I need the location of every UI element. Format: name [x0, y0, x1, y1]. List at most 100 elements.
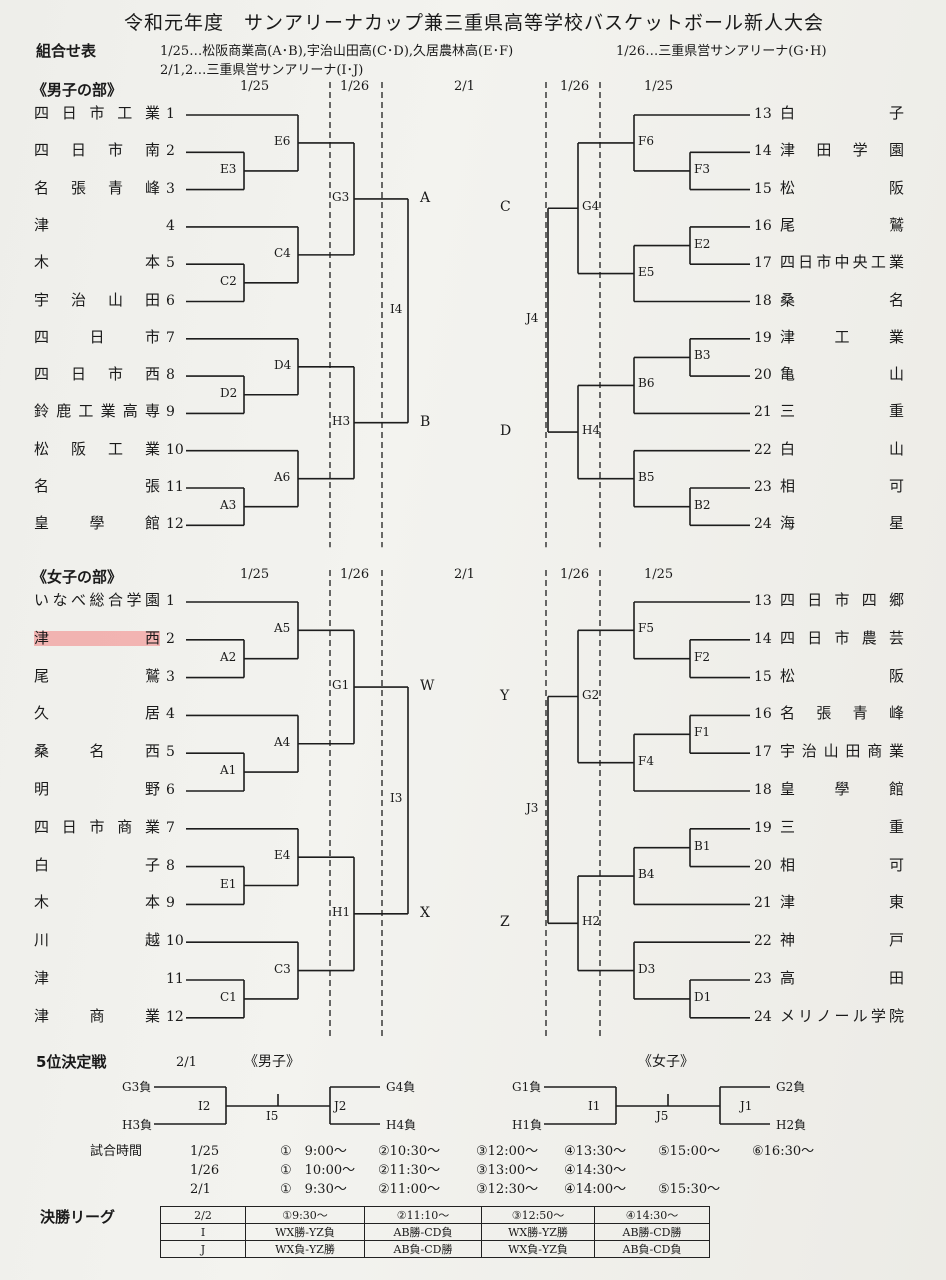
boys-left-team-num: 2 [166, 143, 175, 160]
boys-right-r2-label: F6 [638, 133, 654, 148]
boys-final-slot: A [420, 189, 431, 206]
girls-right-team: メリノール学院 [780, 1006, 904, 1025]
schedule-time: ③13:00～ [476, 1163, 539, 1178]
girls-left-team: 白子 [34, 855, 160, 874]
girls-left-team: いなべ総合学園 [34, 591, 160, 609]
girls-right-team-num: 21 [754, 895, 772, 912]
girls-left-team: 川越 [34, 931, 160, 950]
girls-left-team-num: 9 [166, 895, 175, 912]
girls-left-team: 久居 [34, 704, 160, 723]
boys-right-r1-label: B2 [694, 497, 711, 512]
boys-right-team-num: 17 [754, 255, 772, 272]
girls-date-4: 1/25 [644, 567, 674, 582]
boys-left-team: 皇學館 [34, 514, 160, 533]
girls-right-team: 名張青峰 [780, 704, 904, 723]
league-cell: WX負-YZ負 [481, 1240, 595, 1258]
boys-right-r4-label: J4 [526, 311, 539, 326]
girls-left-team-num: 12 [166, 1008, 184, 1025]
girls-left-team: 津 [34, 969, 50, 987]
schedule-time: ① 9:30～ [280, 1182, 347, 1197]
girls-right-team-num: 22 [754, 933, 772, 950]
girls-right-team-num: 16 [754, 706, 772, 723]
venue-line-1: 1/25…松阪商業高(A･B),宇治山田高(C･D),久居農林高(E･F) [160, 44, 514, 59]
boys-left-team-num: 12 [166, 516, 184, 533]
girls-left-team: 明野 [34, 780, 160, 798]
girls-final-slot: X [420, 904, 430, 921]
girls-left-team-num: 7 [166, 819, 175, 836]
girls-right-team-num: 13 [754, 593, 772, 609]
girls-right-team-num: 20 [754, 857, 772, 874]
boys-left-team: 松阪工業 [34, 439, 160, 458]
girls-left-team: 桑名西 [34, 742, 160, 761]
boys-right-team: 海星 [780, 514, 904, 533]
girls-left-team: 津西 [34, 628, 160, 647]
boys-date-2: 2/1 [454, 79, 475, 94]
boys-final-slot: C [500, 199, 511, 216]
schedule-time: ②11:00～ [378, 1182, 441, 1197]
girls-left-r1-label: E1 [220, 876, 237, 891]
schedule-time: ④14:00～ [564, 1182, 627, 1197]
fifth-boys-tr: G4負 [386, 1080, 416, 1094]
bracket-table-label: 組合せ表 [36, 42, 97, 60]
boys-left-team-num: 6 [166, 292, 175, 309]
girls-left-r1-label: A1 [220, 763, 237, 778]
girls-final-slot: Z [500, 914, 510, 931]
fifth-boys-left: I2 [198, 1099, 211, 1113]
girls-right-team-num: 17 [754, 744, 772, 761]
girls-right-team-num: 19 [754, 819, 772, 836]
girls-right-r2-label: D3 [638, 961, 656, 976]
girls-right-team: 宇治山田商業 [780, 742, 904, 761]
league-cell: ②11:10～ [364, 1206, 482, 1224]
boys-left-r1-label: C2 [220, 273, 237, 288]
girls-left-r2-label: A5 [274, 621, 291, 636]
girls-right-r1-label: F1 [694, 725, 710, 740]
girls-right-team-num: 23 [754, 971, 772, 987]
fifth-girls-tl: G1負 [512, 1080, 542, 1094]
boys-right-r1-label: F3 [694, 161, 710, 176]
boys-left-r2-label: A6 [274, 469, 291, 484]
schedule-time: ③12:00～ [476, 1144, 539, 1159]
girls-right-team: 四日市四郷 [780, 591, 904, 609]
girls-right-team: 津東 [780, 893, 904, 912]
boys-right-team-num: 22 [754, 441, 772, 458]
girls-right-r1-label: D1 [694, 989, 712, 1004]
boys-left-team-num: 7 [166, 329, 175, 346]
fifth-boys-bl: H3負 [122, 1118, 153, 1132]
boys-right-team: 桑名 [780, 290, 904, 309]
girls-right-r2-label: F4 [638, 753, 654, 768]
boys-left-team: 鈴鹿工業高専 [34, 402, 160, 421]
girls-left-r3-label: G1 [332, 678, 350, 693]
boys-right-r3-label: H4 [582, 423, 601, 438]
boys-left-team-num: 1 [166, 106, 175, 122]
boys-section-header: 《男子の部》 [32, 81, 123, 99]
boys-left-team: 津 [34, 215, 50, 234]
boys-right-team: 亀山 [780, 365, 904, 384]
girls-right-team-num: 24 [754, 1008, 772, 1025]
boys-final-slot: B [420, 413, 431, 430]
fifth-girls-tr: G2負 [776, 1080, 806, 1094]
girls-right-r3-label: H2 [582, 914, 601, 929]
boys-left-r1-label: E3 [220, 161, 237, 176]
boys-left-team: 宇治山田 [34, 290, 160, 309]
schedule-time: ① 10:00～ [280, 1163, 356, 1178]
boys-right-team: 三重 [780, 402, 904, 421]
boys-date-1: 1/26 [340, 79, 370, 94]
boys-final-slot: D [500, 423, 512, 440]
girls-left-team-num: 2 [166, 630, 175, 647]
league-cell: WX負-YZ勝 [245, 1240, 365, 1258]
fifth-girls-right: J1 [740, 1099, 753, 1113]
league-cell: WX勝-YZ勝 [481, 1223, 595, 1241]
league-cell: ④14:30～ [594, 1206, 710, 1224]
boys-left-team-num: 10 [166, 441, 184, 458]
boys-right-r1-label: E2 [694, 236, 711, 251]
girls-left-team-num: 3 [166, 668, 175, 685]
league-cell: AB負-CD勝 [364, 1240, 482, 1258]
league-cell: AB負-CD負 [594, 1240, 710, 1258]
boys-left-r3-label: G3 [332, 189, 350, 204]
fifth-boys-right: J2 [334, 1099, 347, 1113]
boys-left-team-num: 11 [166, 479, 184, 495]
